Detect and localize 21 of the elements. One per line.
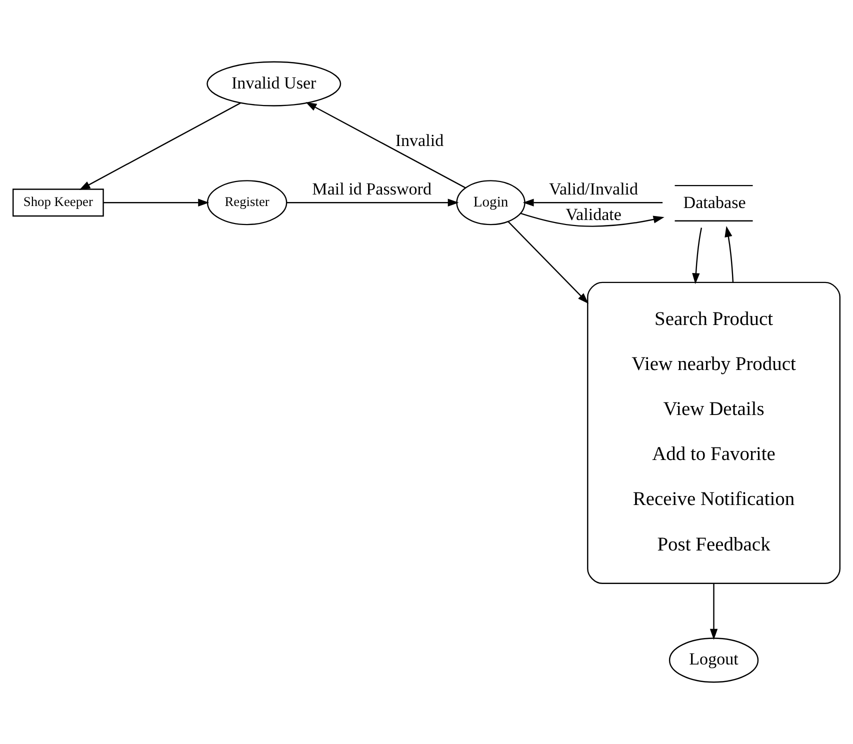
arrow [306,102,466,188]
arrow [520,212,664,227]
node-box: Shop Keeper [12,188,104,217]
node-text: Database [683,192,746,212]
edge-label: Mail id Password [312,179,432,198]
edge-label: Invalid [395,131,444,150]
arrow [724,226,734,282]
arrow [692,228,702,284]
arrow [508,221,589,304]
node-ellipse: Invalid User [206,61,342,106]
node-box: Search Product View nearby Product View Details Add to Favorite Receive Notification Post Feedback [587,282,840,584]
node-ellipse: Login [456,180,526,226]
edge-label: Validate [566,204,622,224]
arrow [79,102,241,190]
node-ellipse: Logout [668,638,759,683]
node-ellipse: Register [206,180,288,226]
edge-label: Valid/Invalid [549,179,638,198]
arrow [522,198,663,206]
arrow [104,198,210,206]
arrow [286,198,459,206]
arrow [710,583,718,640]
